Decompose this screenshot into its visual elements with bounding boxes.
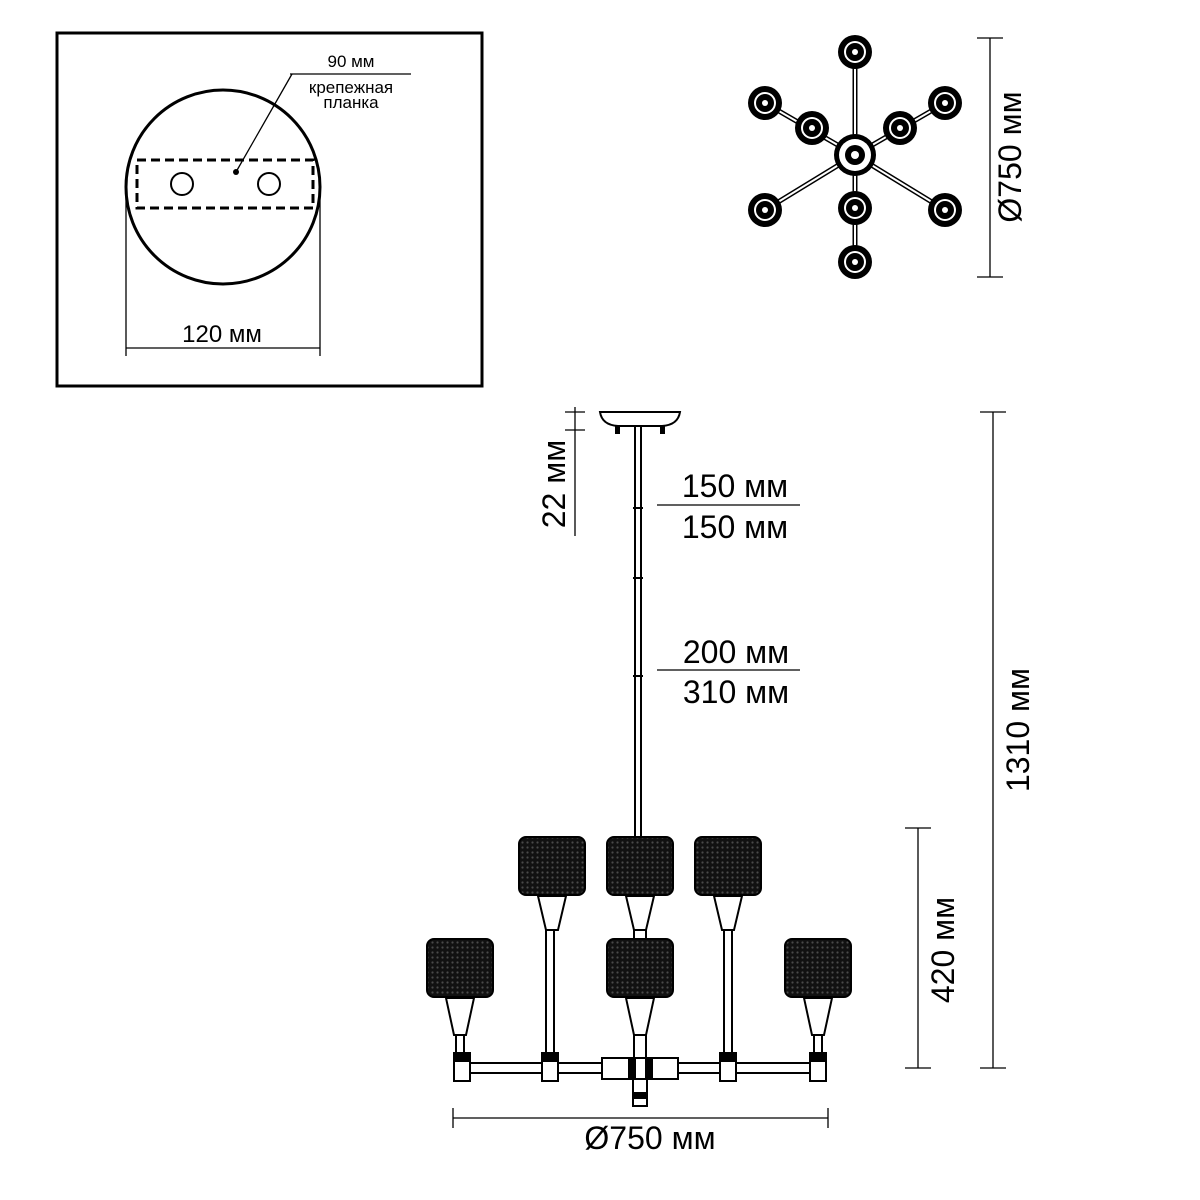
arm-rod <box>545 929 555 1055</box>
top-view-diameter-label: Ø750 мм <box>992 91 1028 222</box>
frame-joint <box>541 1052 559 1082</box>
lamp-shade <box>784 938 852 998</box>
bracket-label-line2: планка <box>323 93 379 112</box>
top-view-hub <box>834 134 876 176</box>
mount-hole-left <box>170 172 194 196</box>
plate-diameter-label: 120 мм <box>182 321 262 348</box>
central-hub <box>601 1057 679 1107</box>
lamp-shade <box>606 836 674 896</box>
arm-rod <box>633 1034 647 1059</box>
mount-hole-right <box>257 172 281 196</box>
rod1-lower-label: 150 мм <box>682 509 788 545</box>
lamp-cup <box>624 895 656 931</box>
top-view-lamp <box>883 111 917 145</box>
canopy-height-dimension <box>565 407 585 536</box>
lamp-shade <box>606 938 674 998</box>
canopy-height-label: 22 мм <box>536 440 572 528</box>
lamp-cup <box>802 997 834 1036</box>
mount-plate-detail: 90 мм крепежная планка 120 мм <box>55 31 484 388</box>
lamp-cup <box>712 895 744 931</box>
top-view-lamp <box>795 111 829 145</box>
total-height-dimension <box>980 411 1006 1069</box>
top-view-diameter-dimension <box>977 37 1003 278</box>
arm-rod <box>723 929 733 1055</box>
frame-joint <box>453 1052 471 1082</box>
top-view-lamp <box>838 35 872 69</box>
rod1-upper-label: 150 мм <box>682 468 788 504</box>
slot-width-label: 90 мм <box>327 52 374 71</box>
arm-rod <box>455 1034 465 1055</box>
rod2-upper-label: 200 мм <box>683 634 789 670</box>
side-view: 22 мм 150 мм 150 мм 200 мм 310 мм 1310 м… <box>426 407 1036 1156</box>
mounting-bracket-dashed <box>135 158 315 210</box>
lamp-shade <box>426 938 494 998</box>
lamp-shade <box>518 836 586 896</box>
bracket-label-line1: крепежная <box>309 78 393 97</box>
side-diameter-dimension <box>452 1108 829 1128</box>
top-view-lamp <box>748 86 782 120</box>
arm-rod <box>813 1034 823 1055</box>
frame-joint <box>809 1052 827 1082</box>
mount-plate-circle <box>124 88 322 286</box>
canopy-post <box>660 426 665 434</box>
side-diameter-label: Ø750 мм <box>584 1120 715 1156</box>
leader-line <box>235 73 293 173</box>
top-view-lamp <box>838 191 872 225</box>
body-height-label: 420 мм <box>925 897 961 1003</box>
top-view-lamp <box>838 245 872 279</box>
lamp-cup <box>536 895 568 931</box>
body-height-dimension <box>905 827 931 1069</box>
top-view-lamp <box>928 86 962 120</box>
lamp-cup <box>444 997 476 1036</box>
top-view-lamp <box>748 193 782 227</box>
total-height-label: 1310 мм <box>1000 668 1036 792</box>
top-view-lamp <box>928 193 962 227</box>
top-view: Ø750 мм <box>748 35 1028 279</box>
frame-joint <box>719 1052 737 1082</box>
canopy-post <box>615 426 620 434</box>
lamp-shade <box>694 836 762 896</box>
lamp-cup <box>624 997 656 1036</box>
rod2-lower-label: 310 мм <box>683 674 789 710</box>
ceiling-canopy <box>598 411 682 427</box>
